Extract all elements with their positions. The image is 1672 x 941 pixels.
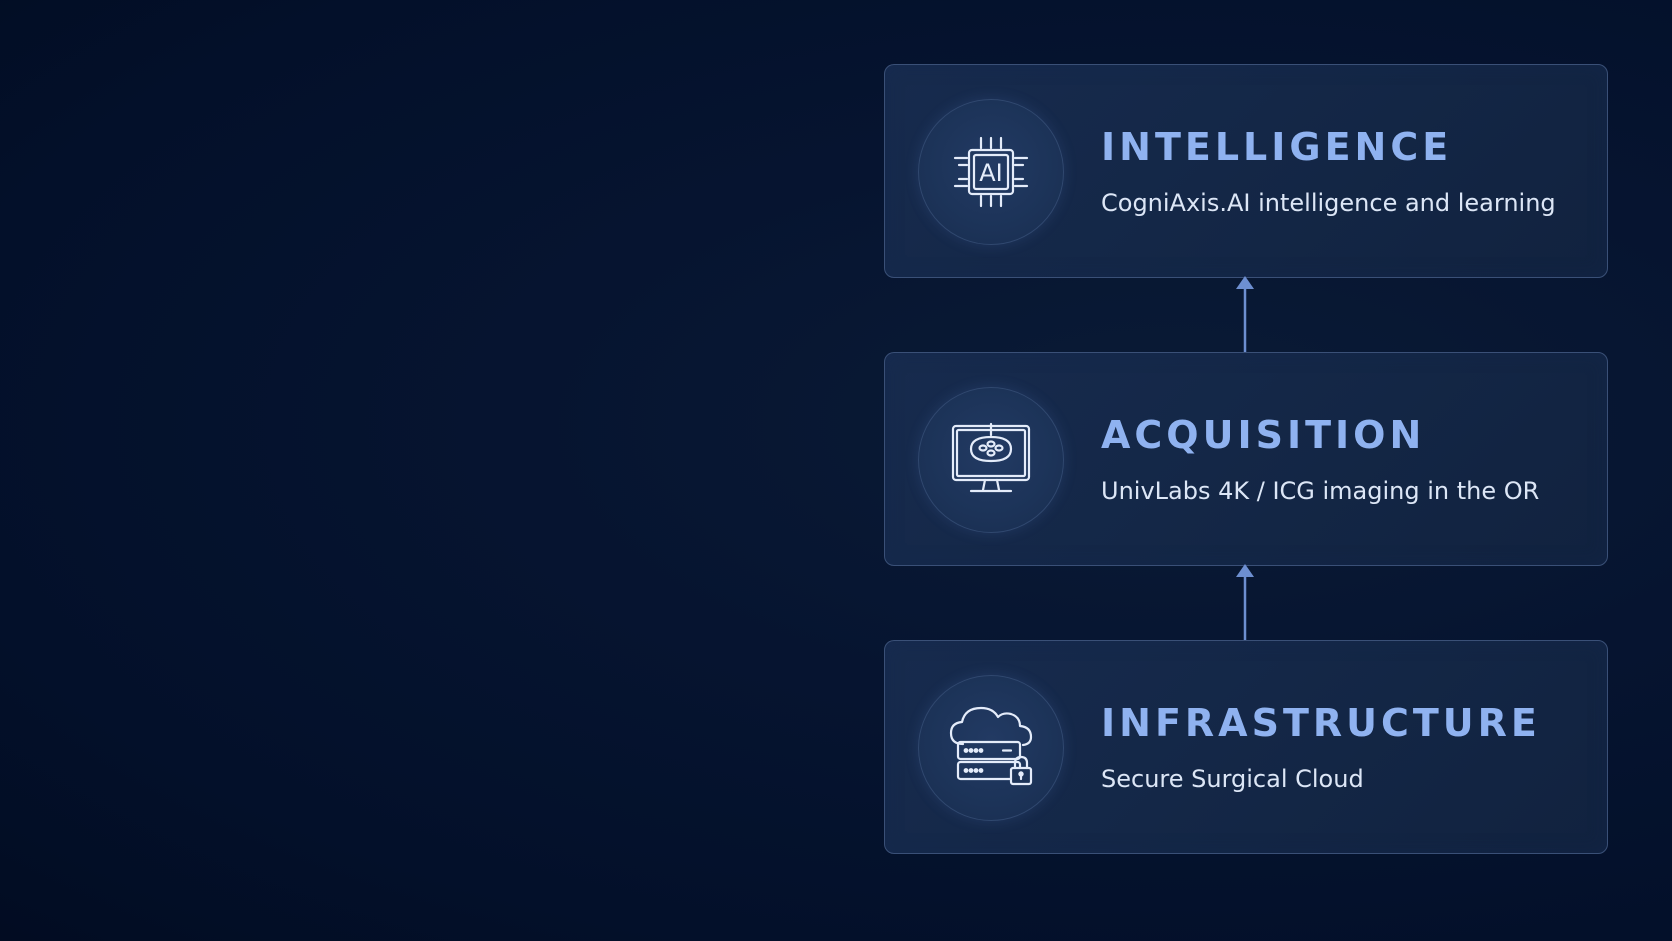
up-arrow-icon bbox=[1236, 276, 1254, 352]
icon-badge: AI bbox=[918, 99, 1064, 245]
layer-title: ACQUISITION bbox=[1101, 413, 1426, 457]
layer-card-intelligence: AI INTELLIGENCE CogniAxis.AI intelligenc… bbox=[884, 64, 1608, 278]
icon-badge bbox=[918, 387, 1064, 533]
icon-badge bbox=[918, 675, 1064, 821]
architecture-stack: AI INTELLIGENCE CogniAxis.AI intelligenc… bbox=[884, 64, 1608, 854]
layer-title: INTELLIGENCE bbox=[1101, 125, 1453, 169]
layer-card-infrastructure: INFRASTRUCTURE Secure Surgical Cloud bbox=[884, 640, 1608, 854]
ai-chip-icon: AI bbox=[953, 136, 1029, 208]
layer-subtitle: CogniAxis.AI intelligence and learning bbox=[1101, 189, 1556, 217]
secure-cloud-server-icon bbox=[949, 706, 1033, 786]
layer-card-acquisition: ACQUISITION UnivLabs 4K / ICG imaging in… bbox=[884, 352, 1608, 566]
layer-subtitle: UnivLabs 4K / ICG imaging in the OR bbox=[1101, 477, 1540, 505]
layer-subtitle: Secure Surgical Cloud bbox=[1101, 765, 1364, 793]
layer-title: INFRASTRUCTURE bbox=[1101, 701, 1541, 745]
surgical-monitor-icon bbox=[951, 422, 1031, 493]
up-arrow-icon bbox=[1236, 564, 1254, 640]
chip-label: AI bbox=[979, 159, 1003, 187]
